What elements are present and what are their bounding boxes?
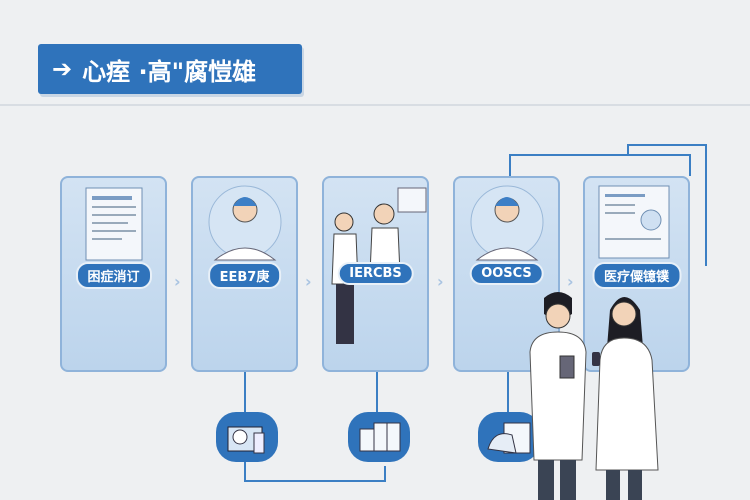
connector (689, 154, 691, 176)
connector (376, 372, 378, 412)
document-icon (85, 187, 143, 261)
resource-documents[interactable] (348, 412, 410, 462)
step-label: IERCBS (337, 262, 414, 285)
step-card-5[interactable]: 医疗僳镱镤 (583, 176, 690, 372)
step-label: 医疗僳镱镤 (591, 262, 682, 289)
step-label: EEB7庚 (207, 262, 282, 289)
step-label: 困症消订 (75, 262, 152, 289)
step-card-1[interactable]: 困症消订 (60, 176, 167, 372)
arrow-right-icon: ➔ (52, 55, 73, 83)
report-icon (598, 185, 670, 259)
doctor-icon (208, 185, 282, 261)
connector (705, 144, 707, 266)
records-icon (487, 422, 531, 454)
connector (244, 480, 386, 482)
chevron-right-icon: › (437, 272, 444, 291)
doctor-icon (470, 185, 544, 261)
connector (627, 144, 707, 146)
resource-medicine-box[interactable] (216, 412, 278, 462)
connector (244, 372, 246, 412)
patient-figure (529, 292, 587, 500)
connector (627, 144, 629, 154)
step-card-2[interactable]: EEB7庚 (191, 176, 298, 372)
chevron-right-icon: › (567, 272, 574, 291)
people-illustration (529, 292, 659, 500)
page-title: 心痓 ·高"腐愷雄 (82, 57, 257, 86)
connector (509, 154, 511, 176)
medicine-box-icon (227, 426, 265, 454)
step-label: OOSCS (469, 262, 544, 285)
connector (509, 154, 691, 156)
chevron-right-icon: › (305, 272, 312, 291)
connector (507, 372, 509, 412)
documents-icon (359, 422, 401, 452)
resource-records[interactable] (478, 412, 540, 462)
title-banner: ➔ 心痓 ·高"腐愷雄 (38, 44, 302, 94)
step-card-3[interactable]: IERCBS (322, 176, 429, 372)
chevron-right-icon: › (174, 272, 181, 291)
connector (384, 466, 386, 482)
doctor-figure (592, 297, 659, 500)
connector (244, 462, 246, 482)
divider (0, 104, 750, 106)
